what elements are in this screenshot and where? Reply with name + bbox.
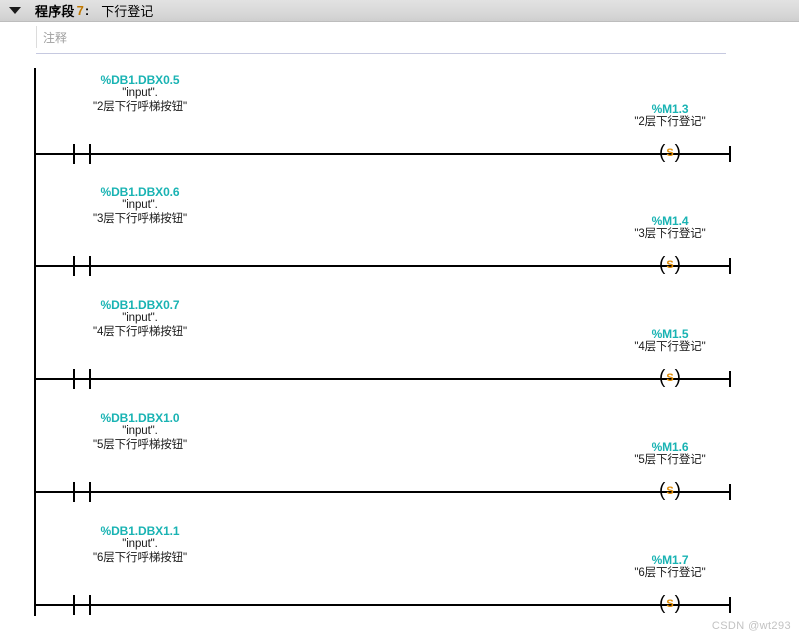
coil-symbol-name: "6层下行登记" [634, 567, 706, 580]
coil-label-block: %M1.4 "3层下行登记" [575, 214, 765, 242]
coil-paren-right: ) [674, 254, 681, 275]
comment-input[interactable]: 注释 [36, 26, 736, 48]
contact-address: %DB1.DBX0.5 [100, 73, 180, 87]
contact-address: %DB1.DBX0.6 [100, 185, 180, 199]
ladder-rung: %DB1.DBX1.1 "input". "6层下行呼梯按钮" %M1.7 "6… [0, 507, 799, 619]
contact-label-block: %DB1.DBX0.7 "input". "4层下行呼梯按钮" [40, 298, 240, 339]
coil-set-letter: S [666, 147, 674, 159]
network-colon: : [84, 3, 90, 18]
coil-set-letter: S [666, 372, 674, 384]
normally-open-contact-icon[interactable] [73, 482, 95, 502]
contact-label-block: %DB1.DBX1.1 "input". "6层下行呼梯按钮" [40, 524, 240, 565]
coil-paren-right: ) [674, 480, 681, 501]
contact-symbol-name: "5层下行呼梯按钮" [92, 438, 188, 451]
set-coil-icon[interactable]: (S) [648, 367, 692, 391]
set-coil-icon[interactable]: (S) [648, 480, 692, 504]
coil-paren-left: ( [659, 480, 666, 501]
contact-label-block: %DB1.DBX0.6 "input". "3层下行呼梯按钮" [40, 185, 240, 226]
ladder-rung: %DB1.DBX0.7 "input". "4层下行呼梯按钮" %M1.5 "4… [0, 281, 799, 393]
ladder-rung: %DB1.DBX1.0 "input". "5层下行呼梯按钮" %M1.6 "5… [0, 394, 799, 506]
set-coil-icon[interactable]: (S) [648, 142, 692, 166]
normally-open-contact-icon[interactable] [73, 256, 95, 276]
network-number: 7 [76, 3, 84, 18]
coil-symbol-name: "4层下行登记" [634, 341, 706, 354]
set-coil-icon[interactable]: (S) [648, 254, 692, 278]
normally-open-contact-icon[interactable] [73, 369, 95, 389]
rung-end-stub [729, 371, 731, 387]
set-coil-icon[interactable]: (S) [648, 593, 692, 617]
contact-label-block: %DB1.DBX1.0 "input". "5层下行呼梯按钮" [40, 411, 240, 452]
rung-wire [35, 378, 731, 380]
comment-divider [36, 53, 726, 54]
coil-paren-left: ( [659, 142, 666, 163]
rung-wire [35, 153, 731, 155]
contact-symbol-name: "6层下行呼梯按钮" [92, 551, 188, 564]
coil-address: %M1.6 [651, 440, 689, 454]
contact-address: %DB1.DBX1.1 [100, 524, 180, 538]
network-header: 程序段 7 : 下行登记 [0, 0, 799, 22]
coil-set-letter: S [666, 485, 674, 497]
rung-end-stub [729, 146, 731, 162]
coil-label-block: %M1.3 "2层下行登记" [575, 102, 765, 130]
contact-address: %DB1.DBX1.0 [100, 411, 180, 425]
contact-symbol-db: "input". [122, 538, 158, 551]
coil-set-letter: S [666, 598, 674, 610]
coil-symbol-name: "3层下行登记" [634, 228, 706, 241]
rung-end-stub [729, 258, 731, 274]
coil-label-block: %M1.6 "5层下行登记" [575, 440, 765, 468]
coil-address: %M1.7 [651, 553, 689, 567]
coil-paren-left: ( [659, 367, 666, 388]
coil-paren-left: ( [659, 254, 666, 275]
coil-paren-right: ) [674, 367, 681, 388]
contact-symbol-db: "input". [122, 425, 158, 438]
ladder-diagram: %DB1.DBX0.5 "input". "2层下行呼梯按钮" %M1.3 "2… [0, 56, 799, 616]
contact-symbol-db: "input". [122, 87, 158, 100]
coil-address: %M1.4 [651, 214, 689, 228]
coil-set-letter: S [666, 259, 674, 271]
coil-address: %M1.5 [651, 327, 689, 341]
network-comment-row: 注释 [0, 23, 799, 55]
rung-end-stub [729, 484, 731, 500]
coil-paren-left: ( [659, 593, 666, 614]
left-power-rail [34, 68, 36, 616]
contact-symbol-name: "4层下行呼梯按钮" [92, 325, 188, 338]
coil-label-block: %M1.5 "4层下行登记" [575, 327, 765, 355]
contact-symbol-db: "input". [122, 312, 158, 325]
normally-open-contact-icon[interactable] [73, 595, 95, 615]
contact-symbol-db: "input". [122, 199, 158, 212]
coil-paren-right: ) [674, 142, 681, 163]
coil-symbol-name: "5层下行登记" [634, 454, 706, 467]
contact-label-block: %DB1.DBX0.5 "input". "2层下行呼梯按钮" [40, 73, 240, 114]
ladder-rung: %DB1.DBX0.5 "input". "2层下行呼梯按钮" %M1.3 "2… [0, 56, 799, 168]
normally-open-contact-icon[interactable] [73, 144, 95, 164]
watermark-text: CSDN @wt293 [711, 620, 791, 632]
coil-symbol-name: "2层下行登记" [634, 116, 706, 129]
rung-wire [35, 491, 731, 493]
contact-address: %DB1.DBX0.7 [100, 298, 180, 312]
network-title-label: 程序段 [35, 4, 75, 19]
contact-symbol-name: "3层下行呼梯按钮" [92, 212, 188, 225]
rung-end-stub [729, 597, 731, 613]
coil-address: %M1.3 [651, 102, 689, 116]
rung-wire [35, 604, 731, 606]
coil-label-block: %M1.7 "6层下行登记" [575, 553, 765, 581]
collapse-triangle-icon[interactable] [9, 7, 21, 14]
rung-wire [35, 265, 731, 267]
coil-paren-right: ) [674, 593, 681, 614]
contact-symbol-name: "2层下行呼梯按钮" [92, 100, 188, 113]
comment-placeholder-text: 注释 [43, 30, 68, 45]
ladder-rung: %DB1.DBX0.6 "input". "3层下行呼梯按钮" %M1.4 "3… [0, 168, 799, 280]
network-subtitle-label: 下行登记 [101, 4, 154, 19]
